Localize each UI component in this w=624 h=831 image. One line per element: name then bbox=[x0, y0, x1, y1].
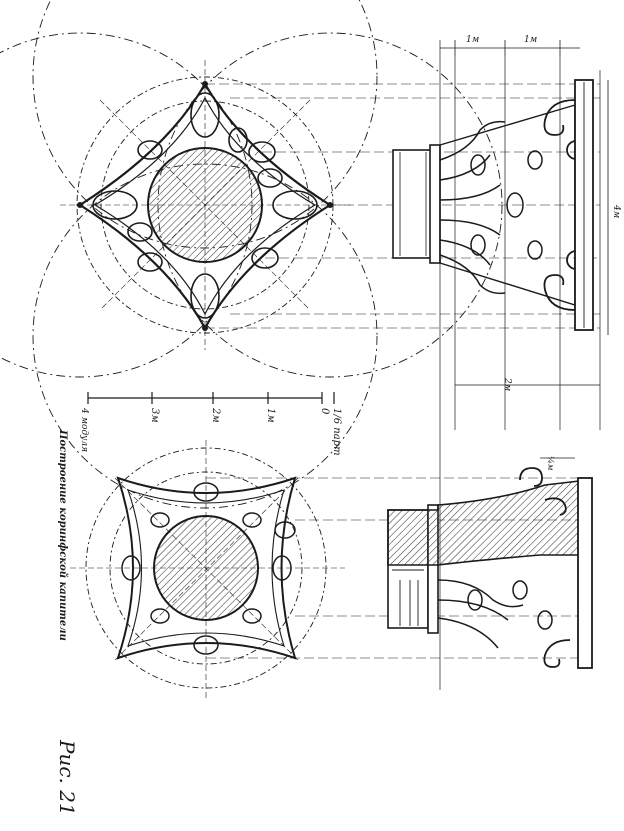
elevation-small: ¼м bbox=[206, 456, 593, 669]
dim-right: 4м bbox=[611, 204, 621, 218]
column-section bbox=[147, 147, 263, 263]
shaft-top bbox=[392, 149, 434, 259]
plan-small bbox=[70, 440, 345, 700]
top-dimension-chain bbox=[440, 40, 580, 56]
elevation-large: 1м 1м 4м bbox=[205, 35, 621, 690]
small-abacus bbox=[577, 477, 593, 669]
scale-tick-3: 3м bbox=[149, 408, 160, 423]
dim-top-a: 1м bbox=[466, 35, 479, 45]
plan-large bbox=[0, 0, 503, 509]
scale-tick-2: 2м bbox=[210, 407, 221, 423]
scale-zero: 0 bbox=[319, 408, 330, 415]
dim-bottom: 2м bbox=[502, 377, 512, 391]
dim-detail: ¼м bbox=[546, 456, 555, 471]
scale-tick-1: 1м bbox=[265, 408, 276, 423]
acanthus-leaves bbox=[439, 120, 543, 295]
figure-title: Построение коринфской капители bbox=[57, 429, 68, 641]
scale-bottom: 4 модуля bbox=[79, 407, 89, 452]
figure-caption: Рис. 21 bbox=[55, 739, 79, 816]
scale-top: 1/6 парт bbox=[331, 408, 342, 456]
small-column-section bbox=[153, 515, 259, 621]
scale-bar: 1/6 парт 0 1м 2м 3м 4 модуля bbox=[79, 392, 342, 456]
dim-top-b: 1м bbox=[524, 35, 537, 45]
bell-section bbox=[387, 479, 589, 566]
plan-leaves bbox=[92, 92, 318, 319]
